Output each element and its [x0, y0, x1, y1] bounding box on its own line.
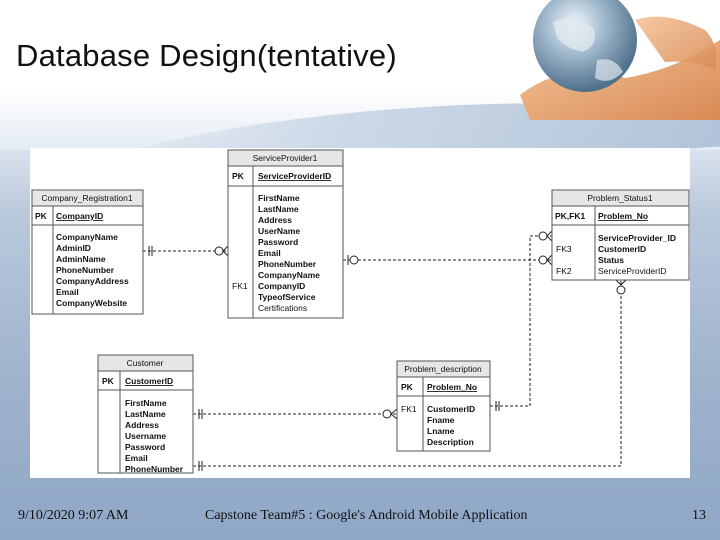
- entity-title: Customer: [127, 358, 164, 368]
- field: PhoneNumber: [56, 265, 115, 275]
- er-diagram: ServiceProvider1 PK ServiceProviderID FK…: [30, 148, 690, 478]
- field: FirstName: [258, 193, 300, 203]
- crow-foot: [546, 230, 553, 237]
- crow-foot: [222, 245, 229, 252]
- field: TypeofService: [258, 292, 316, 302]
- pk-key: PK: [232, 171, 245, 181]
- crow-zero-mark: [214, 246, 224, 256]
- field: CompanyID: [258, 281, 305, 291]
- field: ServiceProvider_ID: [598, 233, 676, 243]
- crow-foot: [620, 279, 627, 286]
- crow-foot: [615, 279, 622, 286]
- entity-service-provider: ServiceProvider1 PK ServiceProviderID FK…: [227, 149, 344, 319]
- footer-page-number: 13: [692, 508, 706, 523]
- field: Address: [125, 420, 159, 430]
- field: PhoneNumber: [125, 464, 184, 474]
- field: Description: [427, 437, 474, 447]
- field: CompanyName: [56, 232, 118, 242]
- crow-foot: [546, 254, 553, 261]
- field: CustomerID: [598, 244, 646, 254]
- globe-in-hand-image: [520, 0, 720, 120]
- fk-key: FK1: [401, 404, 417, 414]
- pk-field: Problem_No: [427, 382, 477, 392]
- field: ServiceProviderID: [598, 266, 667, 276]
- pk-field: CustomerID: [125, 376, 173, 386]
- relationship-lines: [143, 230, 627, 471]
- field: Email: [258, 248, 281, 258]
- entity-title: ServiceProvider1: [253, 153, 318, 163]
- entity-customer: Customer PK CustomerID FirstName LastNam…: [97, 354, 194, 474]
- entity-problem-description: Problem_description PK Problem_No FK1 Cu…: [396, 360, 491, 452]
- field: CompanyName: [258, 270, 320, 280]
- field: FirstName: [125, 398, 167, 408]
- fk-key: FK2: [556, 266, 572, 276]
- field: LastName: [258, 204, 299, 214]
- crow-foot: [390, 408, 398, 415]
- slide-title: Database Design(tentative): [16, 38, 397, 73]
- crow-foot: [390, 413, 398, 420]
- pk-field: ServiceProviderID: [258, 171, 331, 181]
- field: CompanyAddress: [56, 276, 129, 286]
- crow-zero-mark: [538, 255, 548, 265]
- rel-customer-status: [193, 280, 622, 467]
- fk-key: FK1: [232, 281, 248, 291]
- entity-problem-status: Problem_Status1 PK,FK1 Problem_No FK3 FK…: [551, 189, 690, 281]
- field: CustomerID: [427, 404, 475, 414]
- pk-key: PK,FK1: [555, 211, 586, 221]
- pk-field: Problem_No: [598, 211, 648, 221]
- pk-key: PK: [102, 376, 115, 386]
- crow-zero-mark: [538, 231, 548, 241]
- field: Email: [56, 287, 79, 297]
- field: Certifications: [258, 303, 307, 313]
- field: AdminID: [56, 243, 91, 253]
- fk-key: FK3: [556, 244, 572, 254]
- entity-title: Problem_Status1: [587, 193, 652, 203]
- field: LastName: [125, 409, 166, 419]
- field: CompanyWebsite: [56, 298, 127, 308]
- field: Address: [258, 215, 292, 225]
- pk-key: PK: [35, 211, 48, 221]
- field: Password: [258, 237, 298, 247]
- entity-title: Problem_description: [404, 364, 482, 374]
- crow-foot: [546, 259, 553, 266]
- field: Username: [125, 431, 166, 441]
- field: Fname: [427, 415, 455, 425]
- crow-foot: [222, 250, 229, 257]
- field: Password: [125, 442, 165, 452]
- crow-zero-mark: [616, 285, 626, 295]
- field: Status: [598, 255, 624, 265]
- field: AdminName: [56, 254, 106, 264]
- crow-foot: [546, 235, 553, 242]
- pk-key: PK: [401, 382, 414, 392]
- field: PhoneNumber: [258, 259, 317, 269]
- field: Email: [125, 453, 148, 463]
- entity-title: Company_Registration1: [41, 193, 132, 203]
- entity-company-registration: Company_Registration1 PK CompanyID Compa…: [31, 189, 144, 315]
- er-diagram-canvas: ServiceProvider1 PK ServiceProviderID FK…: [31, 149, 690, 474]
- pk-field: CompanyID: [56, 211, 103, 221]
- footer-title: Capstone Team#5 : Google's Android Mobil…: [205, 508, 528, 523]
- field: Lname: [427, 426, 455, 436]
- crow-zero-mark: [382, 409, 392, 419]
- field: UserName: [258, 226, 300, 236]
- footer-date: 9/10/2020 9:07 AM: [18, 508, 129, 523]
- crow-zero-mark: [349, 255, 359, 265]
